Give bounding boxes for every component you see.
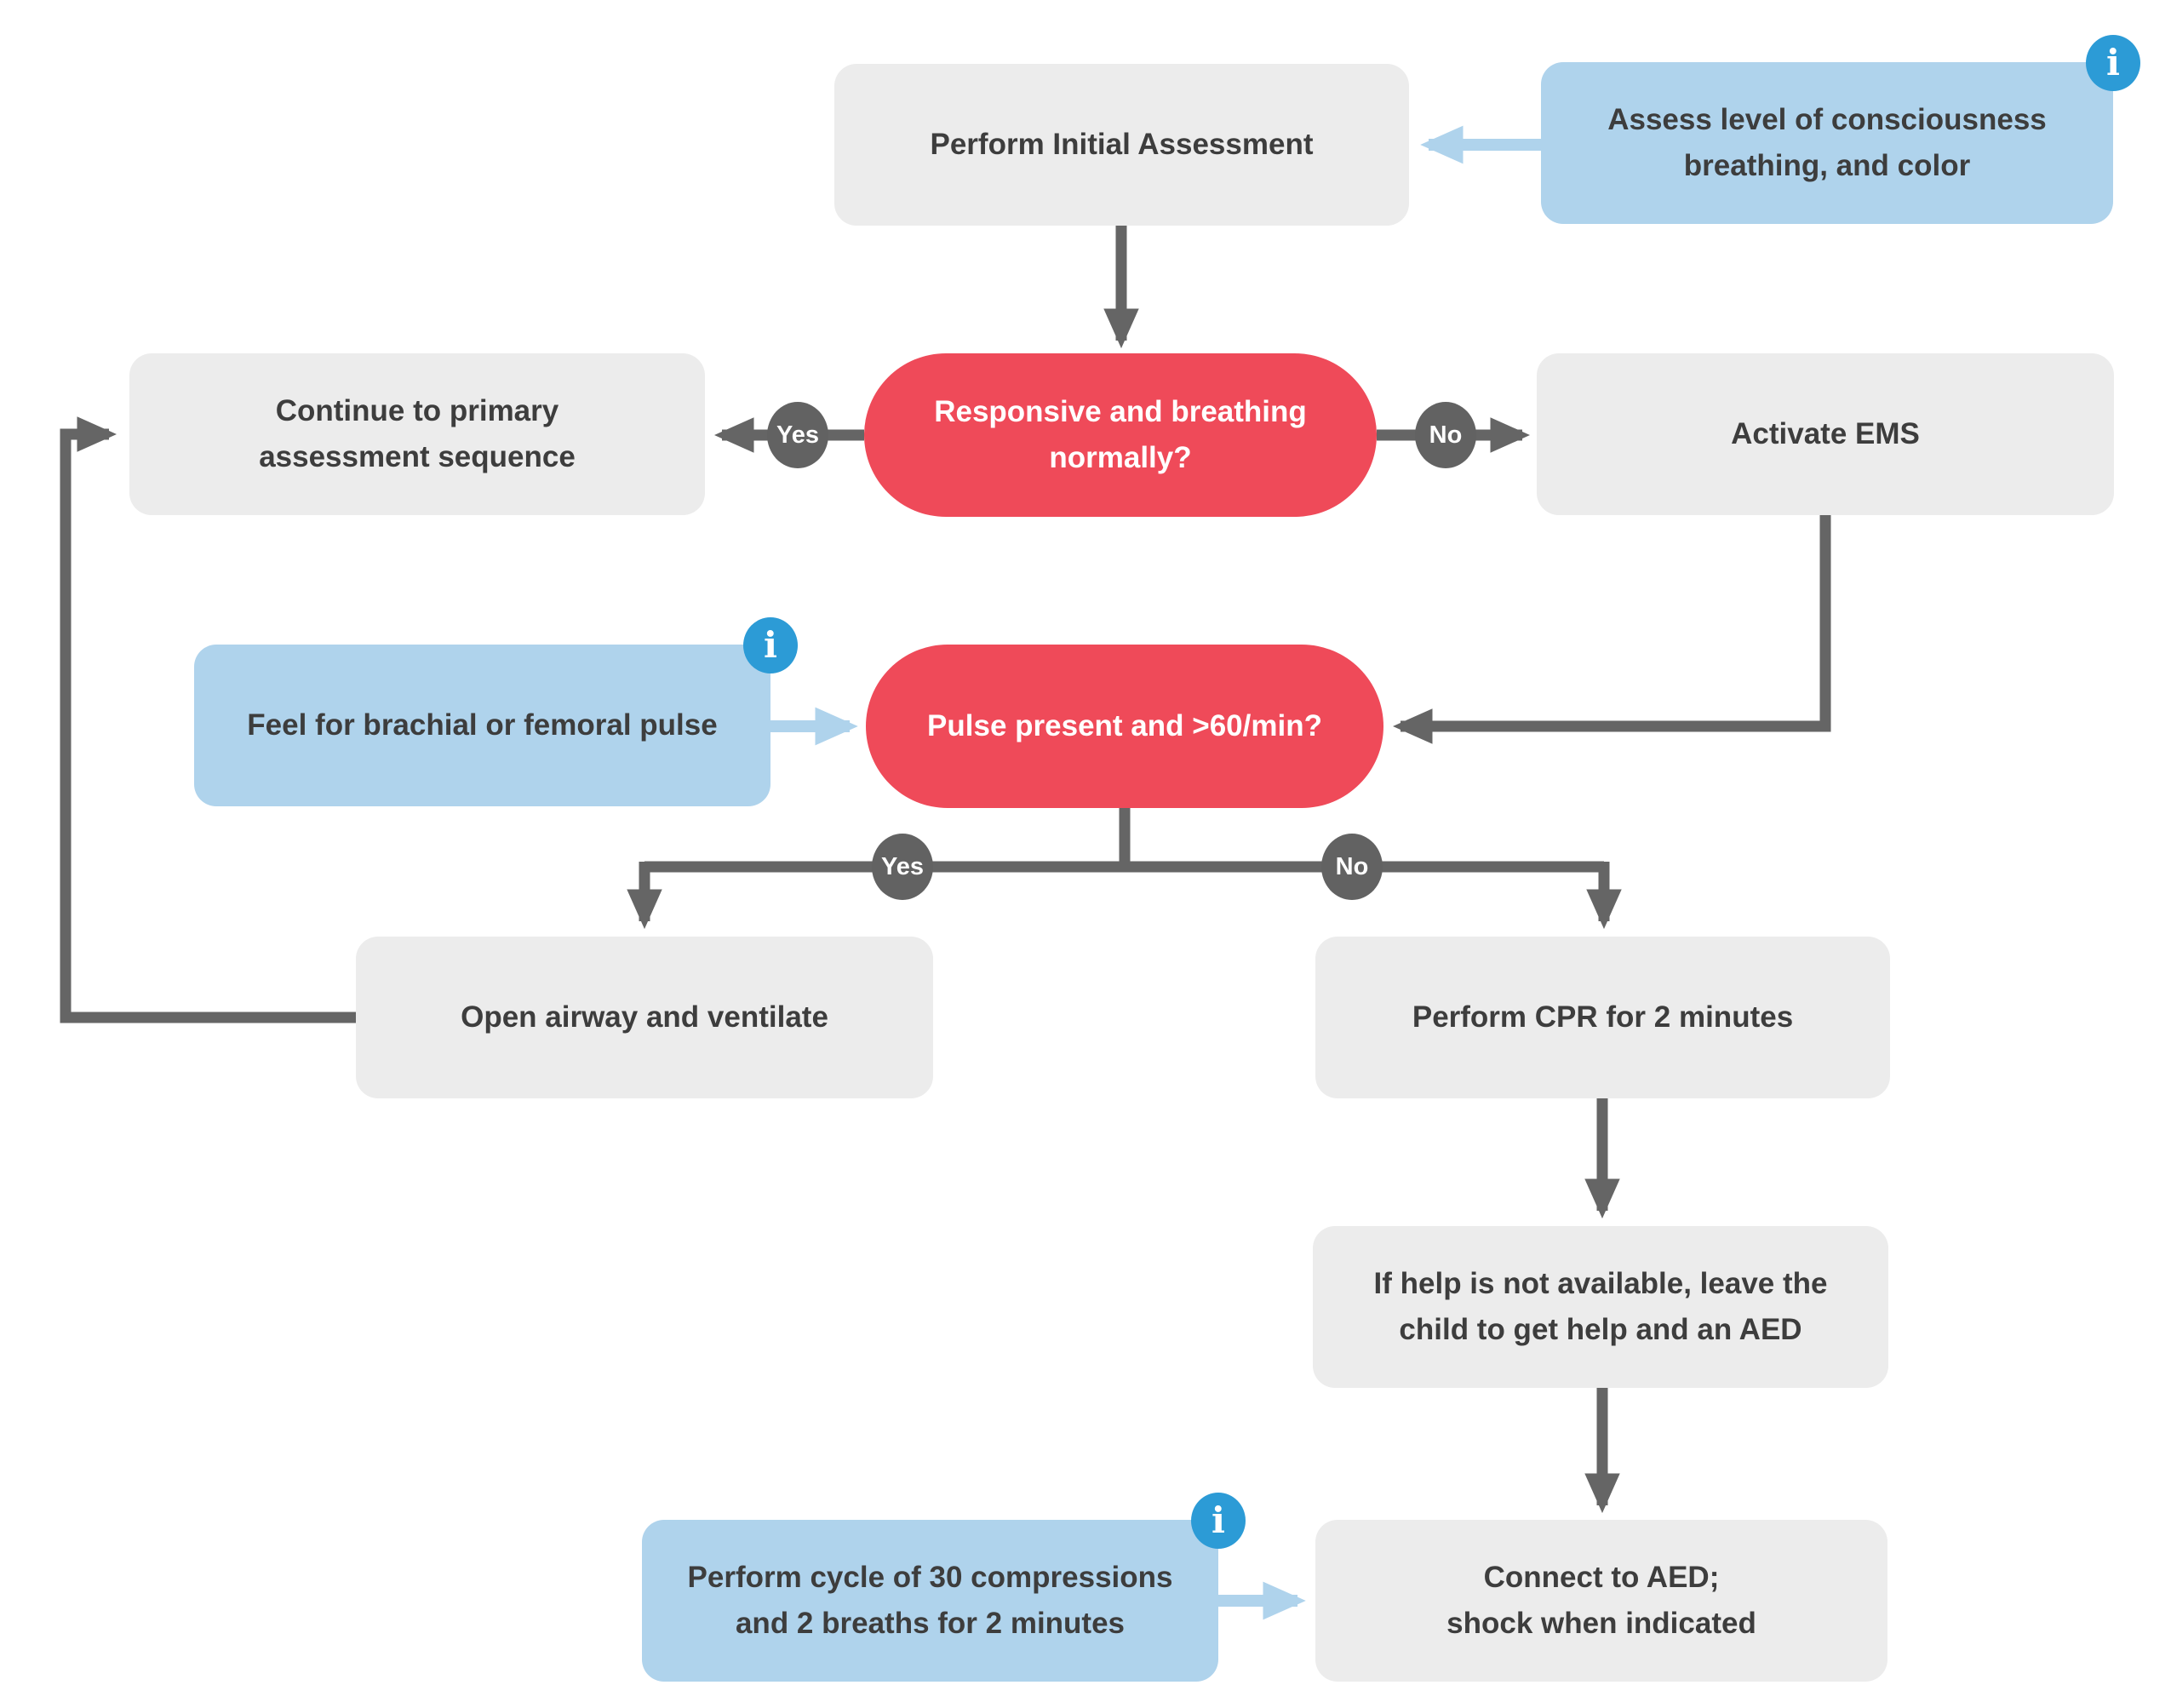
node-assess-consciousness: Assess level of consciousness breathing,…	[1541, 35, 2140, 224]
node-open-airway: Open airway and ventilate	[356, 937, 933, 1098]
node-feel-pulse-label: Feel for brachial or femoral pulse	[247, 708, 718, 742]
node-activate-ems: Activate EMS	[1537, 353, 2114, 515]
node-feel-pulse: Feel for brachial or femoral pulse i	[194, 617, 798, 806]
info-icon[interactable]: i	[2086, 35, 2140, 91]
node-continue-primary: Continue to primary assessment sequence	[129, 353, 705, 515]
node-perform-cpr: Perform CPR for 2 minutes	[1315, 937, 1890, 1098]
node-responsive-breathing-decision: Responsive and breathing normally?	[864, 353, 1377, 517]
node-connect-aed: Connect to AED; shock when indicated	[1315, 1520, 1887, 1682]
badge-yes-responsive: Yes	[767, 402, 828, 468]
info-icon[interactable]: i	[743, 617, 798, 673]
info-icon[interactable]: i	[1191, 1493, 1246, 1549]
node-cycle-compressions-label: Perform cycle of 30 compressions and 2 b…	[687, 1560, 1173, 1640]
badge-no-pulse: No	[1321, 834, 1383, 900]
badge-yes-pulse: Yes	[872, 834, 933, 900]
node-cycle-compressions: Perform cycle of 30 compressions and 2 b…	[642, 1493, 1246, 1682]
node-pulse-present-decision: Pulse present and >60/min?	[866, 645, 1383, 808]
node-leave-for-help: If help is not available, leave the chil…	[1313, 1226, 1888, 1388]
node-assess-consciousness-label: Assess level of consciousness breathing,…	[1607, 102, 2047, 182]
badge-no-responsive: No	[1415, 402, 1476, 468]
connector-ems-to-pulse	[1392, 515, 1831, 744]
node-perform-initial-assessment: Perform Initial Assessment	[834, 64, 1409, 226]
connector-airway-loop-to-continue	[60, 416, 356, 1023]
